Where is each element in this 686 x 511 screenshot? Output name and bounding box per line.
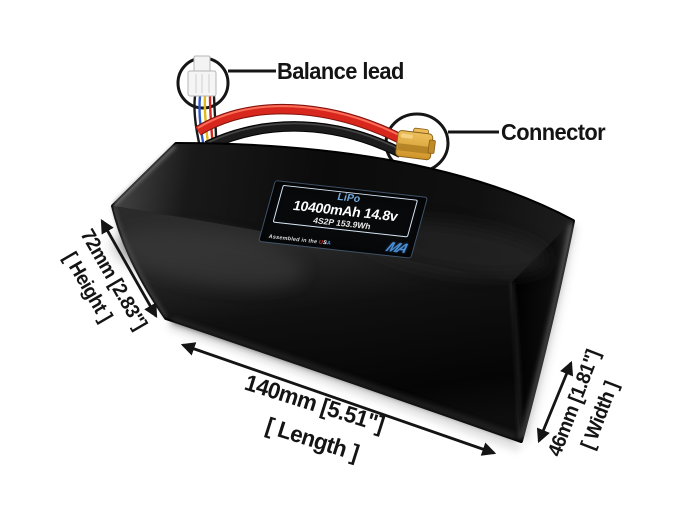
connector-label: Connector <box>501 119 606 145</box>
balance-lead-label: Balance lead <box>277 58 404 84</box>
battery-right-face <box>512 221 573 441</box>
length-arrow <box>180 342 497 456</box>
red-wire <box>195 104 401 142</box>
black-wire <box>205 122 403 157</box>
maxamps-logo: MA <box>383 238 412 256</box>
power-cables <box>195 103 404 158</box>
width-arrow <box>536 360 574 444</box>
black-wire-highlight <box>206 122 402 151</box>
red-wire-highlight <box>197 105 400 136</box>
xt60-connector-icon <box>395 127 436 161</box>
dimension-arrows <box>100 218 574 456</box>
front-sheen <box>116 228 304 288</box>
height-arrow <box>100 218 158 319</box>
